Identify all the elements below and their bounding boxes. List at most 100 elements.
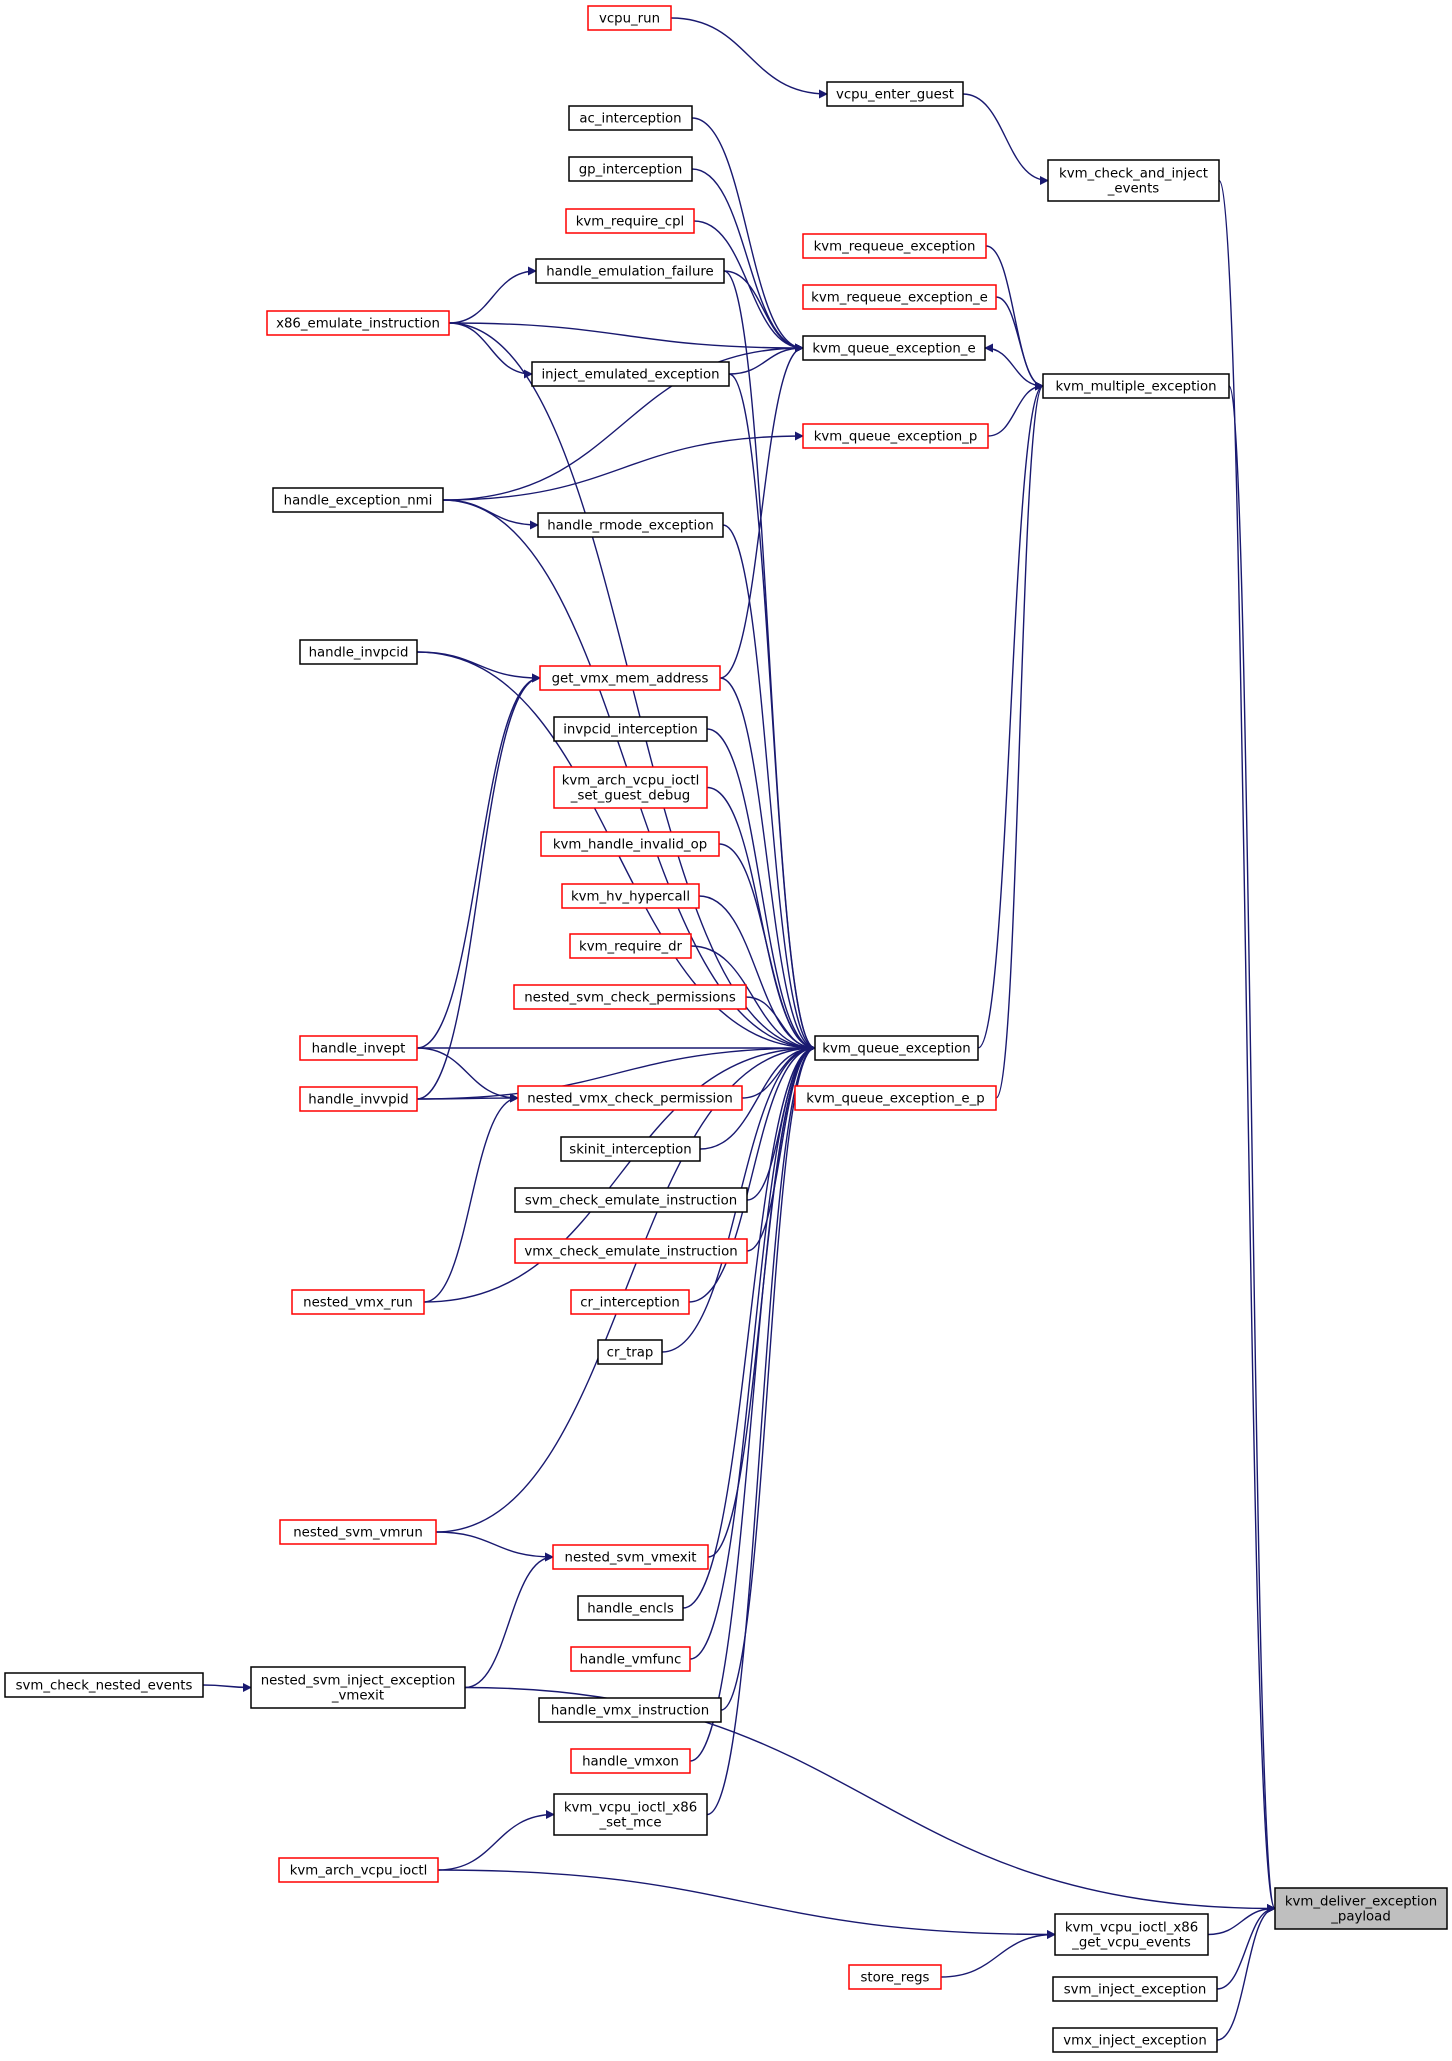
edge-kvm_queue_exception_e_p-to-kvm_multiple_exception <box>995 381 1044 1099</box>
edge-store_regs-to-kvm_vcpu_ioctl_x86_get_vcpu_events <box>940 1930 1056 1978</box>
node-get-vmx-mem-address[interactable]: get_vmx_mem_address <box>539 665 721 691</box>
node-kvm-arch-vcpu-ioctl-set-guest-debug[interactable]: kvm_arch_vcpu_ioctl_set_guest_debug <box>553 766 708 809</box>
node-label: _vmexit <box>331 1689 384 1704</box>
node-kvm-requeue-exception-e[interactable]: kvm_requeue_exception_e <box>802 284 997 310</box>
node-cr-trap[interactable]: cr_trap <box>597 1339 663 1365</box>
edge-kvm_requeue_exception_e-to-kvm_multiple_exception <box>995 296 1044 391</box>
node-kvm-hv-hypercall[interactable]: kvm_hv_hypercall <box>561 883 700 909</box>
node-box <box>1052 1976 1218 2002</box>
node-kvm-requeue-exception[interactable]: kvm_requeue_exception <box>802 233 987 259</box>
node-box <box>537 512 724 538</box>
node-kvm-queue-exception-e[interactable]: kvm_queue_exception_e <box>802 335 986 361</box>
edge-handle_encls-to-kvm_queue_exception <box>682 1043 816 1609</box>
node-box <box>553 766 708 809</box>
node-kvm-require-cpl[interactable]: kvm_require_cpl <box>565 208 695 234</box>
edge-kvm_multiple_exception-to-kvm_deliver_exception_payload <box>1228 385 1276 1913</box>
node-vcpu-enter-guest[interactable]: vcpu_enter_guest <box>826 81 964 107</box>
node-handle-exception-nmi[interactable]: handle_exception_nmi <box>272 487 444 513</box>
node-handle-vmfunc[interactable]: handle_vmfunc <box>570 1646 691 1672</box>
edge-svm_check_nested_events-to-nested_svm_inject_exception_vmexit <box>202 1682 252 1692</box>
node-box <box>826 81 964 107</box>
edge-kvm_queue_exception_p-to-kvm_multiple_exception <box>987 381 1044 437</box>
node-nested-svm-inject-exception-vmexit[interactable]: nested_svm_inject_exception_vmexit <box>250 1666 466 1709</box>
edge-vmx_inject_exception-to-kvm_deliver_exception_payload <box>1216 1904 1276 2041</box>
node-vcpu-run[interactable]: vcpu_run <box>587 5 672 31</box>
edge-x86_emulate_instruction-to-handle_emulation_failure <box>448 266 537 324</box>
node-nested-svm-vmexit[interactable]: nested_svm_vmexit <box>552 1544 709 1570</box>
node-kvm-deliver-exception-payload[interactable]: kvm_deliver_exception_payload <box>1274 1887 1448 1930</box>
node-box <box>517 1085 743 1111</box>
node-vmx-check-emulate-instruction[interactable]: vmx_check_emulate_instruction <box>514 1238 748 1264</box>
node-box <box>1054 1913 1209 1956</box>
node-box <box>568 156 693 182</box>
node-handle-invept[interactable]: handle_invept <box>299 1035 418 1061</box>
node-invpcid-interception[interactable]: invpcid_interception <box>553 716 708 742</box>
node-svm-check-emulate-instruction[interactable]: svm_check_emulate_instruction <box>514 1187 748 1213</box>
node-label: get_vmx_mem_address <box>552 672 709 687</box>
edge-nested_vmx_run-to-nested_vmx_check_permission <box>423 1093 519 1303</box>
node-kvm-multiple-exception[interactable]: kvm_multiple_exception <box>1042 373 1230 399</box>
node-box <box>1042 373 1230 399</box>
node-inject-emulated-exception[interactable]: inject_emulated_exception <box>531 361 730 387</box>
node-kvm-check-and-inject-events[interactable]: kvm_check_and_inject_events <box>1047 159 1220 202</box>
node-box <box>794 1085 997 1111</box>
edge-cr_interception-to-kvm_queue_exception <box>688 1043 816 1303</box>
node-svm-check-nested-events[interactable]: svm_check_nested_events <box>4 1672 204 1698</box>
node-store-regs[interactable]: store_regs <box>848 1964 942 1990</box>
edge-invpcid_interception-to-kvm_queue_exception <box>706 728 816 1053</box>
node-box <box>513 984 747 1010</box>
node-kvm-vcpu-ioctl-x86-get-vcpu-events[interactable]: kvm_vcpu_ioctl_x86_get_vcpu_events <box>1054 1913 1209 1956</box>
node-cr-interception[interactable]: cr_interception <box>570 1289 690 1315</box>
node-gp-interception[interactable]: gp_interception <box>568 156 693 182</box>
node-box <box>4 1672 204 1698</box>
edge-handle_vmx_instruction-to-kvm_queue_exception <box>720 1043 816 1711</box>
node-label: vcpu_run <box>599 12 660 27</box>
node-box <box>565 208 695 234</box>
edge-kvm_check_and_inject_events-to-kvm_deliver_exception_payload <box>1218 179 1276 1913</box>
node-box <box>569 933 692 959</box>
edge-handle_vmfunc-to-kvm_queue_exception <box>689 1043 816 1660</box>
node-handle-encls[interactable]: handle_encls <box>577 1595 684 1621</box>
node-kvm-queue-exception-p[interactable]: kvm_queue_exception_p <box>802 423 989 449</box>
node-box <box>597 1339 663 1365</box>
node-nested-vmx-run[interactable]: nested_vmx_run <box>291 1289 425 1315</box>
node-handle-invpcid[interactable]: handle_invpcid <box>299 639 418 665</box>
node-label: nested_svm_vmrun <box>293 1526 423 1541</box>
node-vmx-inject-exception[interactable]: vmx_inject_exception <box>1052 2027 1218 2053</box>
node-handle-emulation-failure[interactable]: handle_emulation_failure <box>535 258 725 284</box>
node-kvm-queue-exception-e-p[interactable]: kvm_queue_exception_e_p <box>794 1085 997 1111</box>
edge-kvm_vcpu_ioctl_x86_get_vcpu_events-to-kvm_deliver_exception_payload <box>1207 1904 1276 1936</box>
edge-kvm_requeue_exception-to-kvm_multiple_exception <box>985 245 1044 391</box>
edge-handle_exception_nmi-to-kvm_queue_exception_e <box>442 343 804 501</box>
node-label: handle_emulation_failure <box>546 265 714 280</box>
node-svm-inject-exception[interactable]: svm_inject_exception <box>1052 1976 1218 2002</box>
node-label: kvm_check_and_inject <box>1059 167 1208 182</box>
nodes-layer: vcpu_run vcpu_enter_guest kvm_check_and_in… <box>4 5 1448 2053</box>
node-label: handle_encls <box>587 1602 674 1617</box>
node-kvm-vcpu-ioctl-x86-set-mce[interactable]: kvm_vcpu_ioctl_x86_set_mce <box>553 1793 708 1836</box>
node-label: nested_svm_inject_exception <box>261 1674 456 1689</box>
node-label: kvm_require_cpl <box>576 215 685 230</box>
node-x86-emulate-instruction[interactable]: x86_emulate_instruction <box>266 310 450 336</box>
node-nested-vmx-check-permission[interactable]: nested_vmx_check_permission <box>517 1085 743 1111</box>
node-kvm-queue-exception[interactable]: kvm_queue_exception <box>814 1035 979 1061</box>
edge-inject_emulated_exception-to-kvm_queue_exception_e <box>728 343 804 375</box>
edge-x86_emulate_instruction-to-kvm_queue_exception_e <box>448 322 804 353</box>
node-kvm-handle-invalid-op[interactable]: kvm_handle_invalid_op <box>540 831 720 857</box>
node-label: nested_vmx_run <box>303 1296 413 1311</box>
node-handle-rmode-exception[interactable]: handle_rmode_exception <box>537 512 724 538</box>
node-skinit-interception[interactable]: skinit_interception <box>560 1136 701 1162</box>
node-label: handle_invpcid <box>309 646 409 661</box>
node-nested-svm-check-permissions[interactable]: nested_svm_check_permissions <box>513 984 747 1010</box>
node-handle-invvpid[interactable]: handle_invvpid <box>299 1086 418 1112</box>
node-kvm-arch-vcpu-ioctl[interactable]: kvm_arch_vcpu_ioctl <box>278 1857 439 1883</box>
node-handle-vmxon[interactable]: handle_vmxon <box>570 1748 691 1774</box>
node-nested-svm-vmrun[interactable]: nested_svm_vmrun <box>279 1519 437 1545</box>
edge-handle_invvpid-to-kvm_queue_exception <box>416 1043 816 1100</box>
edge-svm_inject_exception-to-kvm_deliver_exception_payload <box>1216 1904 1276 1990</box>
node-handle-vmx-instruction[interactable]: handle_vmx_instruction <box>538 1697 722 1723</box>
node-ac-interception[interactable]: ac_interception <box>568 105 693 131</box>
node-box <box>560 1136 701 1162</box>
node-kvm-require-dr[interactable]: kvm_require_dr <box>569 933 692 959</box>
